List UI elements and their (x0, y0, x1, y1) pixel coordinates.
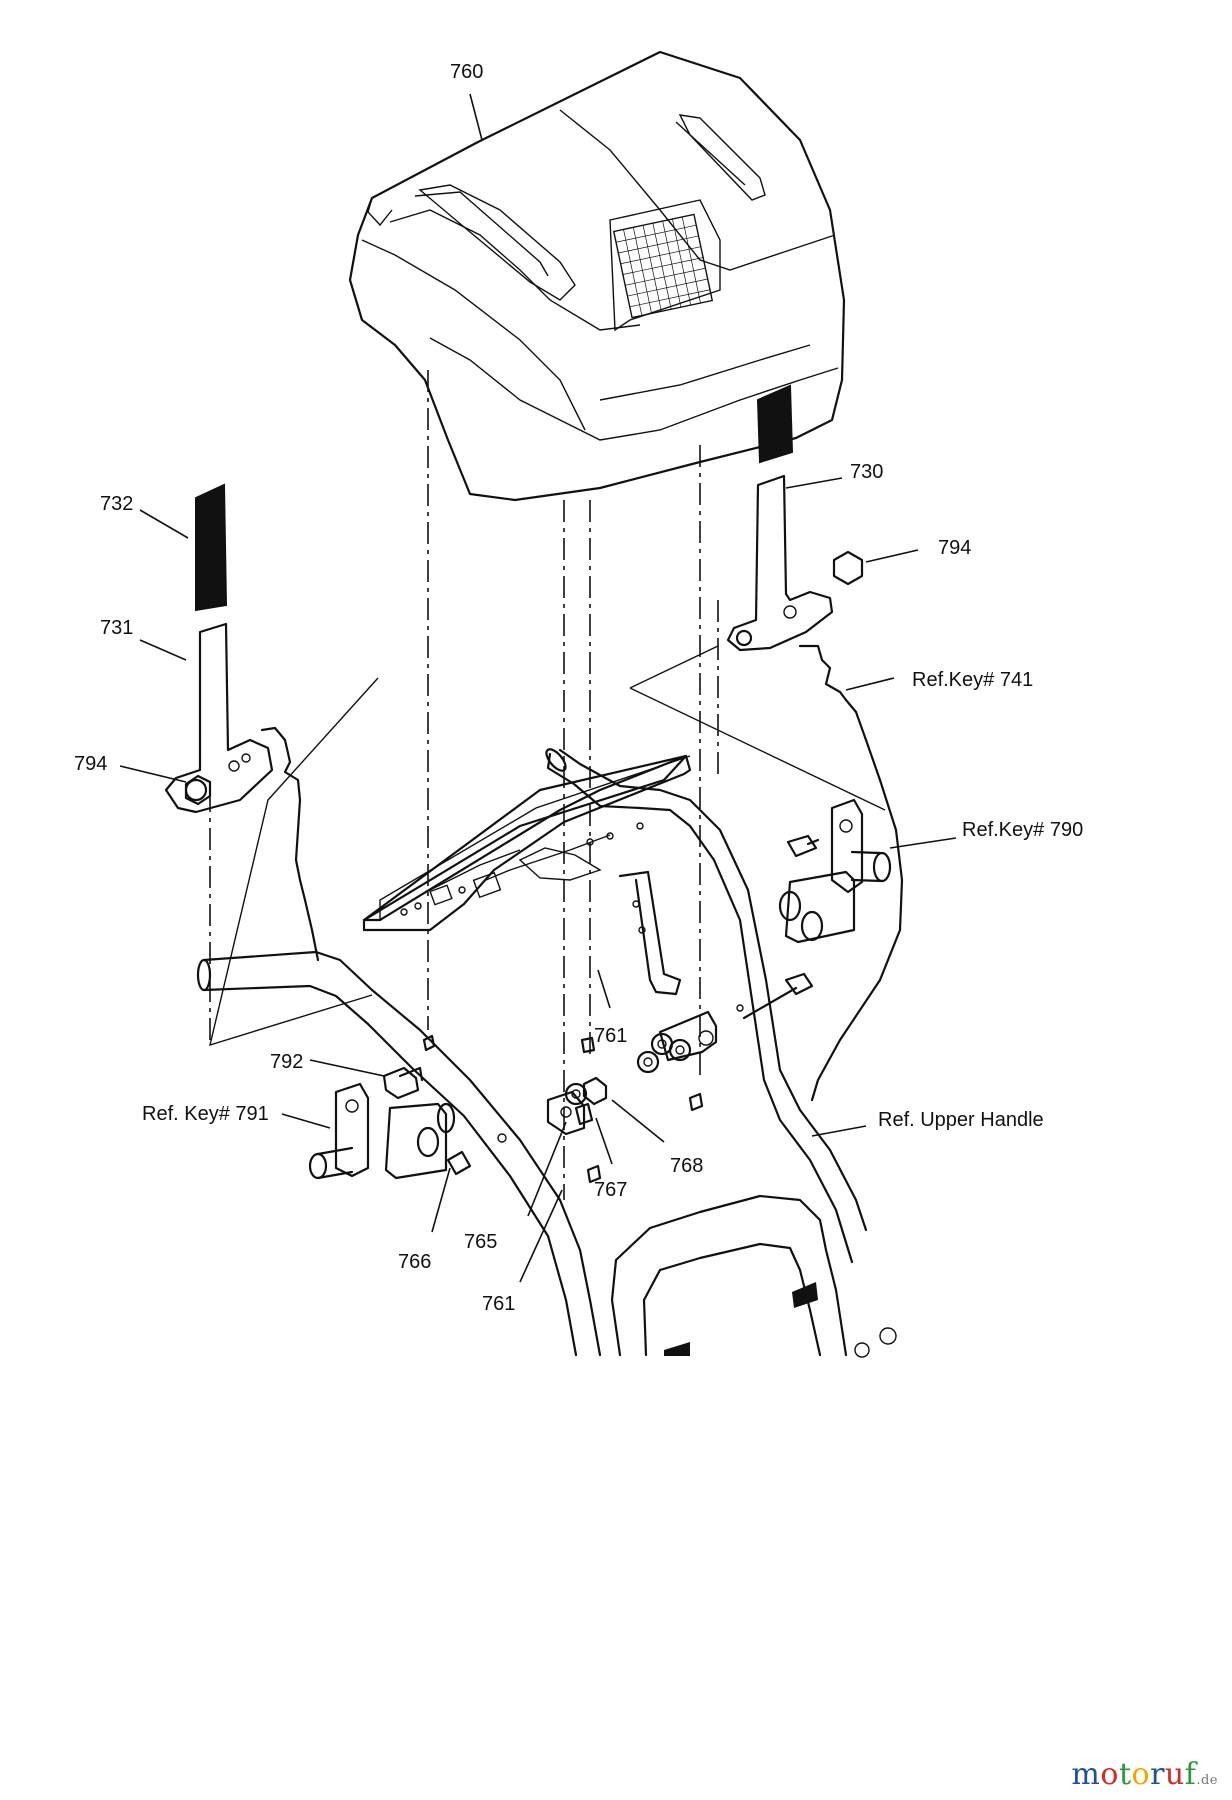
callout-794-right: 794 (938, 537, 971, 559)
watermark-letter: r (1150, 1757, 1165, 1792)
callout-ref-790: Ref.Key# 790 (962, 819, 1083, 841)
part-right-grip (756, 384, 794, 464)
part-730-lever (726, 474, 904, 1102)
alignment-lines (209, 370, 719, 1200)
upper-handle (196, 748, 897, 1358)
callout-767: 767 (594, 1179, 627, 1201)
part-731-lever (164, 622, 320, 962)
part-794-nut-left (184, 774, 212, 806)
part-760-cover (348, 50, 846, 502)
callout-766: 766 (398, 1251, 431, 1273)
control-panel-bracket (362, 754, 692, 996)
callout-731: 731 (100, 617, 133, 639)
callout-761-bottom: 761 (482, 1293, 515, 1315)
part-794-nut-right (832, 550, 864, 586)
watermark-letter: u (1164, 1757, 1185, 1792)
callout-730: 730 (850, 461, 883, 483)
watermark-logo-text: motoruf (1071, 1757, 1196, 1792)
callout-732: 732 (100, 493, 133, 515)
callout-ref-741: Ref.Key# 741 (912, 669, 1033, 691)
part-791-bracket (308, 1082, 456, 1180)
part-790-bracket (778, 798, 892, 944)
callout-ref-upper-handle: Ref. Upper Handle (878, 1109, 1044, 1131)
hardware (382, 972, 814, 1184)
watermark-letter: o (1131, 1757, 1151, 1792)
leader-lines (119, 93, 957, 1283)
motoruf-watermark: motoruf.de (1071, 1757, 1218, 1792)
part-732-grip (195, 483, 228, 612)
watermark-letter: f (1184, 1757, 1197, 1792)
watermark-letter: m (1071, 1757, 1101, 1792)
callout-794-left: 794 (74, 753, 107, 775)
watermark-letter: o (1100, 1757, 1119, 1792)
callout-labels: 760 732 730 794 731 Ref.Key# 741 794 Ref… (74, 61, 1083, 1315)
callout-792: 792 (270, 1051, 303, 1073)
callout-ref-791: Ref. Key# 791 (142, 1103, 269, 1125)
watermark-domain: .de (1196, 1773, 1218, 1788)
watermark-letter: t (1118, 1757, 1132, 1792)
callout-768: 768 (670, 1155, 703, 1177)
callout-760: 760 (450, 61, 483, 83)
callout-761-top: 761 (594, 1025, 627, 1047)
callout-765: 765 (464, 1231, 497, 1253)
projection-lines (209, 645, 886, 1047)
